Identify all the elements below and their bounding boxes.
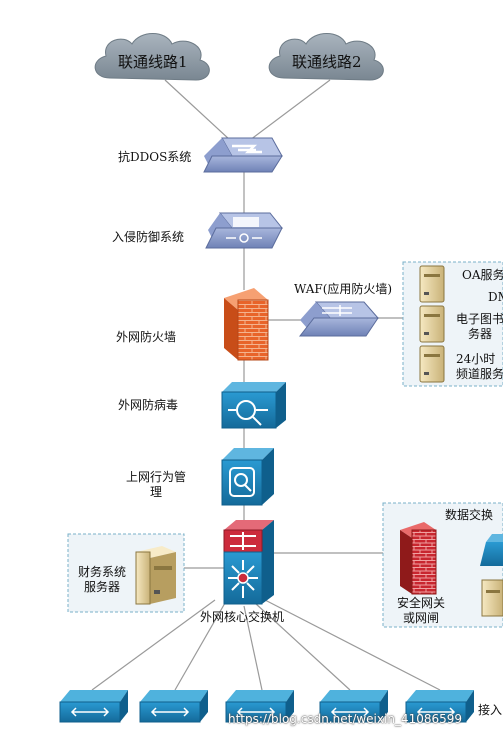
antivirus-device-icon <box>221 382 286 429</box>
server-icon <box>135 546 176 605</box>
behavior-management-device-icon <box>221 448 274 506</box>
access-switch-icon <box>405 690 474 723</box>
switch-icon <box>480 534 503 566</box>
finance-server-label: 财务系统 服务器 <box>72 565 132 595</box>
ebook-server-label-line1: 电子图书 <box>455 312 503 326</box>
external-firewall-label: 外网防火墙 <box>116 330 177 344</box>
anti-ddos-device-icon <box>203 137 283 173</box>
security-gateway-label: 安全网关 或网闸 <box>388 596 454 626</box>
firewall-icon <box>224 288 269 361</box>
access-switch-icon <box>139 690 208 723</box>
security-gateway-label-line2: 或网闸 <box>402 611 439 625</box>
oa-server-label: OA服务 <box>462 268 503 282</box>
data-exchange-label: 数据交换 <box>445 508 494 522</box>
isp-line-1-label: 联通线路1 <box>118 53 188 71</box>
security-gateway-label-line1: 安全网关 <box>396 596 445 610</box>
waf-label: WAF(应用防火墙) <box>294 282 393 296</box>
behavior-management-label-line1: 上网行为管 <box>125 470 186 484</box>
ebook-server-label-line2: 务器 <box>467 327 492 341</box>
core-switch-icon <box>223 520 274 605</box>
access-switch-icon <box>59 690 128 723</box>
waf-device-icon <box>298 301 380 337</box>
finance-server-label-line2: 服务器 <box>83 580 120 594</box>
server-icon <box>419 345 445 383</box>
hours24-server-label-line1: 24小时 <box>456 352 496 366</box>
server-icon <box>419 265 445 303</box>
behavior-management-label-line2: 理 <box>149 485 162 499</box>
anti-ddos-label: 抗DDOS系统 <box>118 150 192 164</box>
cloud-icon <box>94 33 210 81</box>
hours24-server-label: 24小时 频道服务 <box>456 352 503 382</box>
behavior-management-label: 上网行为管 理 <box>116 470 196 500</box>
ips-device-icon <box>205 212 284 249</box>
finance-server-label-line1: 财务系统 <box>77 565 126 579</box>
watermark: https://blog.csdn.net/weixin_41086599 <box>228 712 463 726</box>
ips-label: 入侵防御系统 <box>112 230 185 244</box>
dmz-label: DM <box>488 290 503 304</box>
access-switch-icon <box>225 690 294 723</box>
hours24-server-label-line2: 频道服务 <box>456 367 503 381</box>
security-gateway-firewall-icon <box>400 522 437 595</box>
cloud-icon <box>268 33 384 81</box>
server-icon <box>481 579 503 617</box>
isp-line-2-label: 联通线路2 <box>292 53 362 71</box>
ebook-server-label: 电子图书 务器 <box>452 312 503 342</box>
access-label: 接入 <box>478 703 503 717</box>
server-icon <box>419 305 445 343</box>
access-switch-icon <box>319 690 388 723</box>
antivirus-label: 外网防病毒 <box>118 398 179 412</box>
core-switch-label: 外网核心交换机 <box>200 610 285 624</box>
